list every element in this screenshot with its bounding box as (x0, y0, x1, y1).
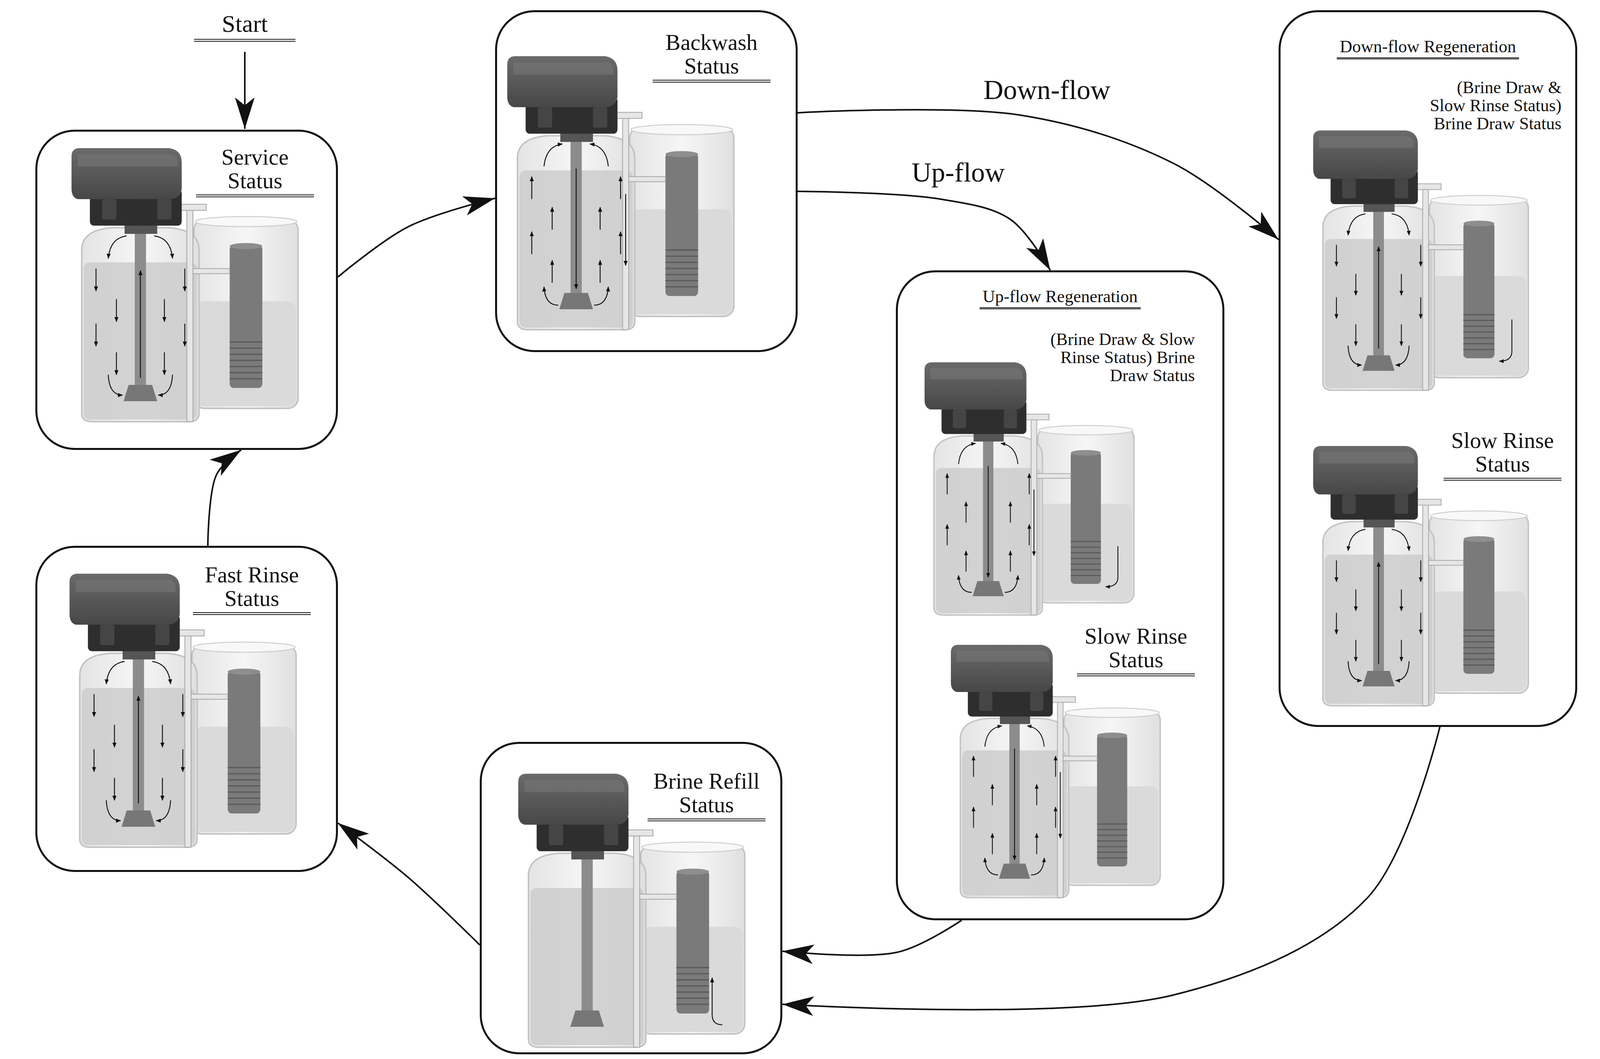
flow-arrow (337, 198, 496, 278)
text-holder: Brine Refill Status (647, 769, 766, 822)
text-holder: (Brine Draw & Slow Rinse Status) Brine D… (1037, 330, 1195, 386)
status-box: Service Status (35, 129, 338, 450)
status-subtitle: Slow Rinse Status (1077, 624, 1195, 677)
flow-arrow (797, 109, 1279, 240)
brine-arrow (1499, 319, 1512, 362)
upflow-slow-rinse-illustration (950, 644, 1161, 898)
flow-arrows (973, 725, 1056, 875)
status-title: Backwash Status (652, 30, 771, 83)
softener-illustration (1313, 130, 1529, 391)
edge-label: Up-flow (907, 157, 1009, 188)
text-holder: Up-flow Regeneration (897, 287, 1223, 310)
status-box: Backwash Status (495, 10, 798, 353)
drain-arrow (625, 194, 627, 266)
brine-arrow (1105, 546, 1118, 587)
status-box: Up-flow Regeneration (Brine Draw & Slow R… (895, 270, 1225, 921)
status-title: Brine Refill Status (647, 769, 766, 822)
status-box: Fast Rinse Status (35, 545, 338, 872)
flow-arrows (93, 661, 183, 821)
drain-arrow (1059, 772, 1061, 839)
flow-arrows (1336, 529, 1421, 681)
edge-label: Down-flow (979, 74, 1115, 105)
text-holder: Fast Rinse Status (192, 563, 311, 615)
start-arrow (244, 51, 246, 129)
flow-arrow (207, 449, 242, 546)
status-title: Service Status (196, 145, 314, 198)
text-holder: (Brine Draw & Slow Rinse Status) Brine D… (1423, 78, 1562, 134)
flow-arrow (782, 920, 962, 956)
softener-illustration (950, 644, 1161, 898)
text-holder: Start (185, 11, 304, 42)
flow-arrows (1336, 213, 1421, 366)
text-holder: Down-flow Regeneration (1280, 37, 1576, 60)
status-box: Brine Refill Status (479, 741, 783, 1055)
status-title: Down-flow Regeneration (1336, 37, 1520, 60)
downflow-slow-rinse-illustration (1313, 445, 1529, 706)
status-box: Down-flow Regeneration (Brine Draw & Slow… (1278, 10, 1578, 727)
text-holder: Service Status (196, 145, 314, 198)
status-subtitle: (Brine Draw & Slow Rinse Status) Brine D… (1423, 78, 1562, 134)
flow-arrow (782, 726, 1440, 1010)
flow-arrow (797, 191, 1051, 271)
softener-illustration (924, 362, 1134, 615)
upflow-brine-draw-illustration (924, 362, 1134, 615)
downflow-brine-draw-illustration (1313, 130, 1529, 391)
brine-arrow (711, 977, 723, 1025)
flow-arrows (95, 235, 185, 395)
status-title: Fast Rinse Status (192, 563, 311, 615)
flow-arrows (947, 443, 1030, 593)
status-title: Up-flow Regeneration (979, 287, 1142, 310)
status-subtitle: (Brine Draw & Slow Rinse Status) Brine D… (1037, 330, 1195, 386)
text-holder: Slow Rinse Status (1077, 624, 1195, 677)
flow-arrows (531, 143, 621, 305)
start-label: Start (194, 11, 296, 42)
text-holder: Backwash Status (652, 30, 771, 83)
softener-illustration (1313, 445, 1529, 706)
connector-group (207, 109, 1441, 1010)
backwash-illustration (507, 56, 734, 330)
drain-arrow (1033, 489, 1035, 556)
status-subtitle: Slow Rinse Status (1443, 428, 1562, 481)
text-holder: Slow Rinse Status (1443, 428, 1562, 481)
softener-illustration (507, 56, 734, 330)
flow-arrow (337, 823, 480, 945)
